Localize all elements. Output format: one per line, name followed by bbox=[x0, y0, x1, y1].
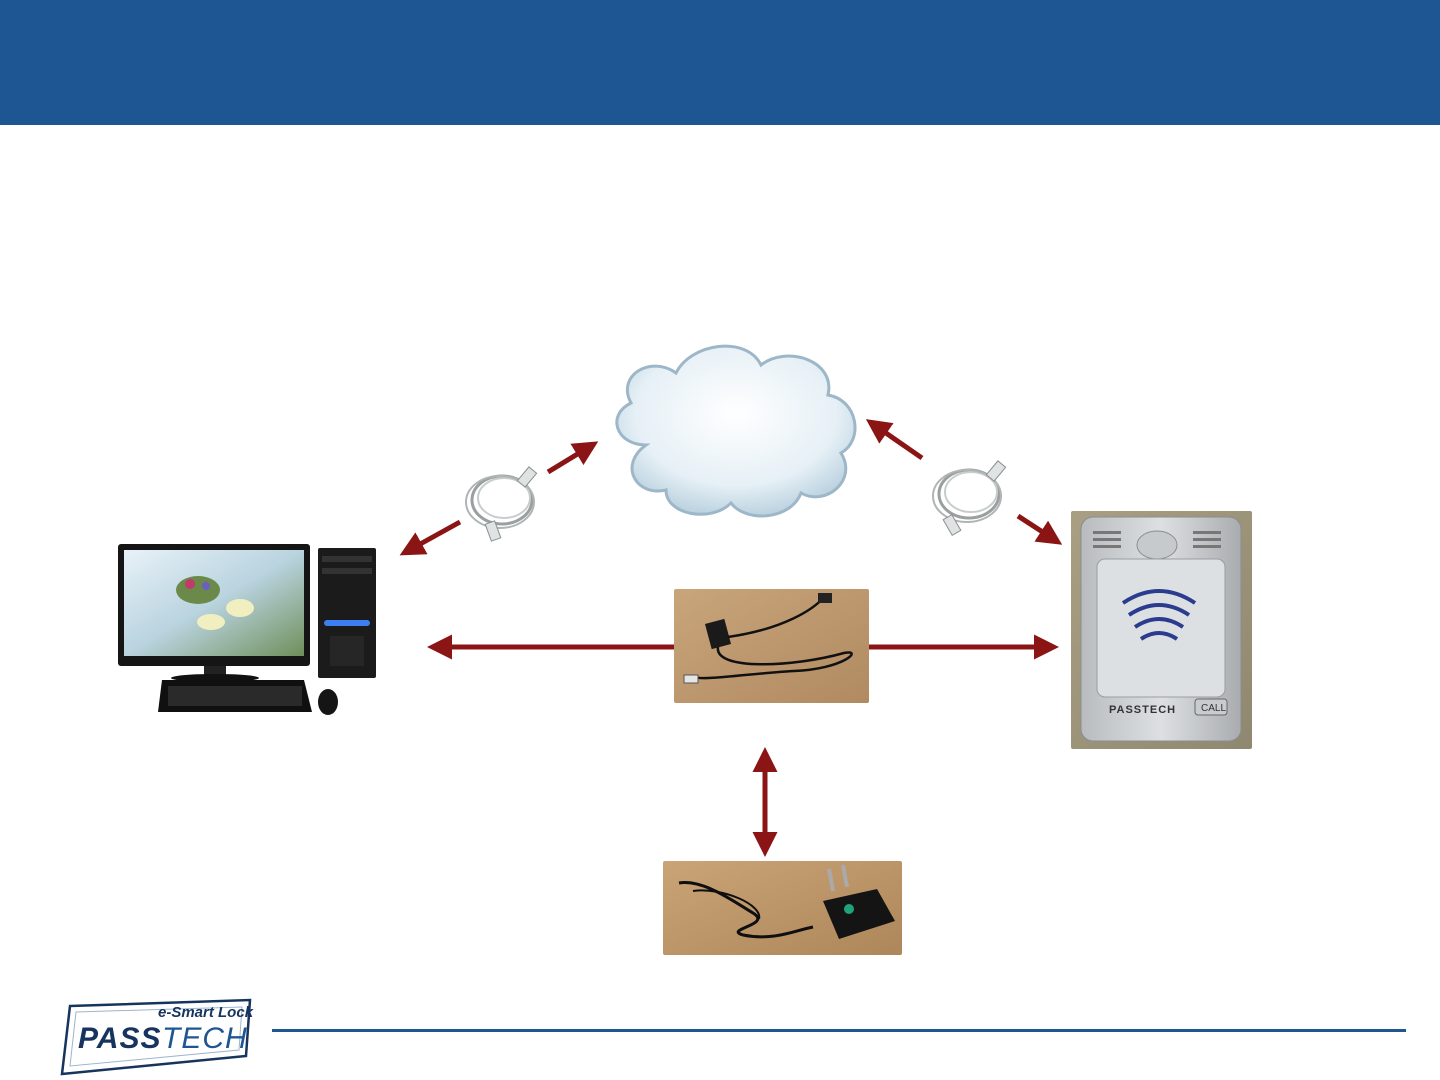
arrow-cloud-to-terminal-lower bbox=[1018, 516, 1058, 542]
logo-tagline: e-Smart Lock bbox=[158, 1004, 253, 1021]
passtech-logo: e-Smart Lock PASS TECH bbox=[50, 998, 275, 1076]
computer-icon bbox=[118, 540, 380, 718]
ethernet-cable-icon bbox=[460, 456, 552, 548]
door-terminal-icon: PASSTECH CALL bbox=[1071, 511, 1252, 749]
serial-cable-icon bbox=[674, 589, 869, 703]
arrow-cloud-to-terminal-upper bbox=[870, 422, 922, 458]
logo-word-tech: TECH bbox=[162, 1022, 248, 1056]
footer-line bbox=[272, 1029, 1406, 1032]
arrow-pc-to-cloud-upper bbox=[548, 444, 594, 472]
logo-word-pass: PASS bbox=[78, 1022, 161, 1056]
device-call-label: CALL bbox=[1201, 703, 1226, 714]
cloud-icon bbox=[596, 335, 876, 525]
device-brand-label: PASSTECH bbox=[1109, 704, 1176, 716]
power-adapter-icon bbox=[663, 861, 902, 955]
arrow-pc-to-cloud-lower bbox=[404, 522, 460, 553]
ethernet-cable-icon bbox=[925, 452, 1017, 544]
